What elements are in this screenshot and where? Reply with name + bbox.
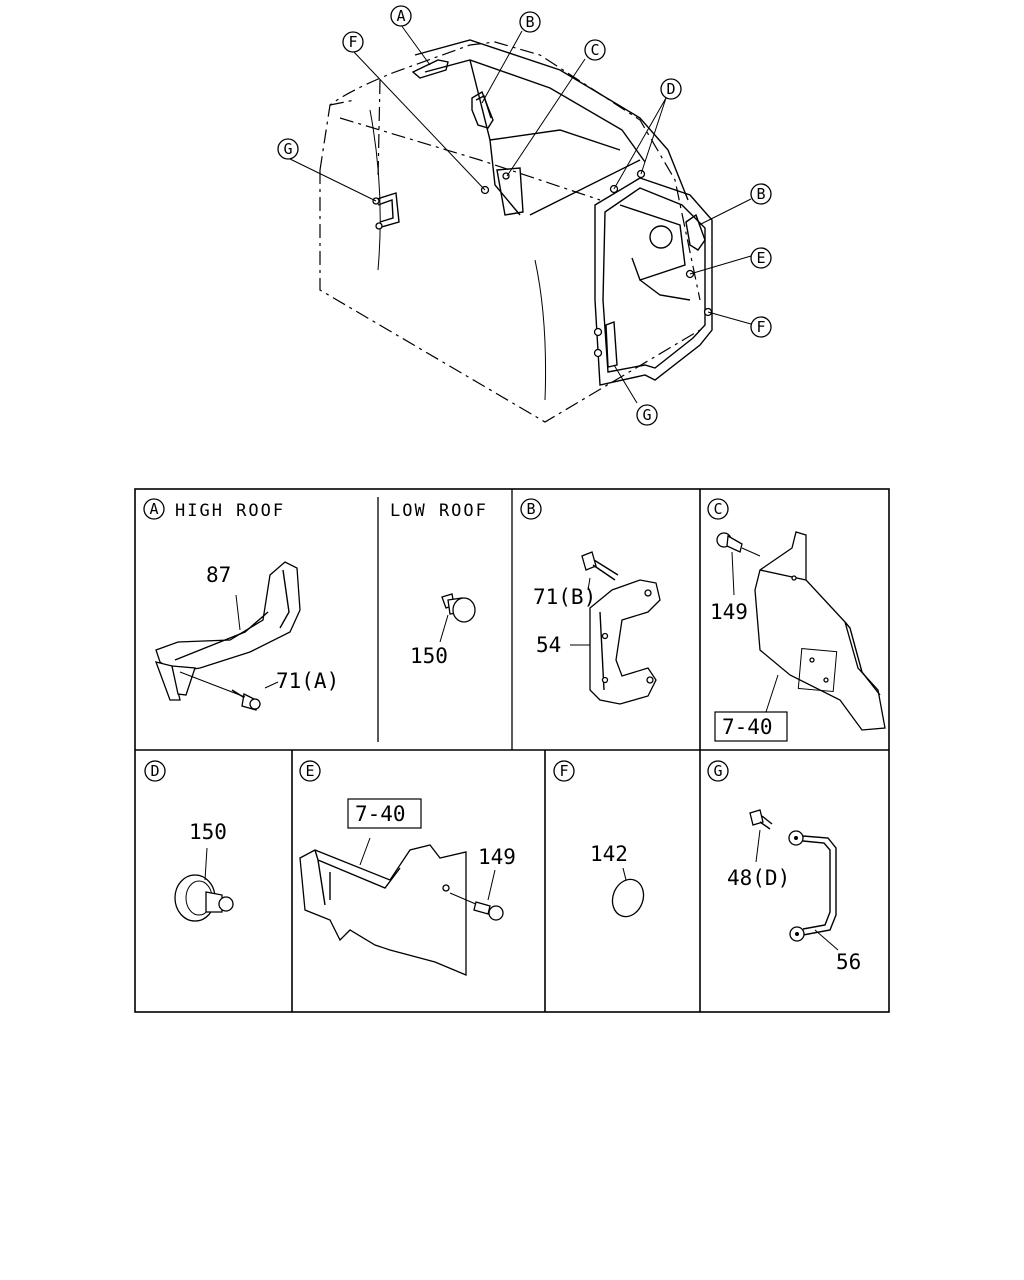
panel-b-letter: B	[526, 500, 535, 518]
callout-f-top: F	[342, 31, 364, 53]
svg-text:A: A	[396, 7, 405, 25]
panel-c-letter: C	[713, 500, 722, 518]
svg-text:B: B	[756, 185, 765, 203]
panel-d: D 150	[144, 760, 234, 922]
panel-g: G 48(D) 56	[707, 760, 861, 974]
panel-f: F 142	[553, 760, 645, 918]
ref-box-e	[347, 798, 422, 829]
part-87-label: 87	[206, 563, 231, 587]
panel-e-letter: E	[305, 762, 314, 780]
ref-box-c	[714, 711, 788, 742]
cab-overview-drawing	[287, 24, 752, 423]
panel-low-roof: LOW ROOF 150	[390, 501, 488, 668]
svg-text:G: G	[642, 406, 651, 424]
panel-a-high-roof: A HIGH ROOF 87 71(A)	[143, 498, 339, 711]
part-48d-label: 48(D)	[727, 866, 790, 890]
svg-text:C: C	[590, 41, 599, 59]
callout-d: D	[660, 78, 682, 100]
callout-b-right: B	[750, 183, 772, 205]
ref-7-40-c: 7-40	[722, 715, 773, 739]
panel-g-letter: G	[713, 762, 722, 780]
svg-text:G: G	[283, 140, 292, 158]
part-150-label-d: 150	[189, 820, 227, 844]
part-149-label-c: 149	[710, 600, 748, 624]
svg-text:F: F	[348, 33, 357, 51]
panel-a-letter: A	[149, 500, 158, 518]
low-roof-title: LOW ROOF	[390, 501, 488, 521]
svg-text:E: E	[756, 249, 765, 267]
part-142-label: 142	[590, 842, 628, 866]
panel-c: C 149 7-40	[707, 498, 886, 742]
part-56-label: 56	[836, 950, 861, 974]
part-71b-label: 71(B)	[533, 585, 596, 609]
svg-text:F: F	[756, 318, 765, 336]
callout-e: E	[750, 247, 772, 269]
part-54-label: 54	[536, 633, 561, 657]
panel-e: E 7-40 149	[299, 760, 516, 976]
part-150-label-low-roof: 150	[410, 644, 448, 668]
callout-g-left: G	[277, 138, 299, 160]
panel-b: B 71(B) 54	[520, 498, 661, 705]
panel-a-title: HIGH ROOF	[175, 501, 285, 521]
ref-7-40-e: 7-40	[355, 802, 406, 826]
detail-grid	[134, 488, 890, 1013]
callout-b-top: B	[519, 11, 541, 33]
panel-f-letter: F	[559, 762, 568, 780]
callout-a: A	[390, 5, 412, 27]
callout-g-bottom: G	[636, 404, 658, 426]
svg-text:D: D	[666, 80, 675, 98]
callout-f-right: F	[750, 316, 772, 338]
svg-text:B: B	[525, 13, 534, 31]
part-71a-label: 71(A)	[276, 669, 339, 693]
panel-d-letter: D	[150, 762, 159, 780]
overview-callouts: A B C D F G B E F G	[277, 5, 772, 426]
part-149-label-e: 149	[478, 845, 516, 869]
callout-c: C	[584, 39, 606, 61]
